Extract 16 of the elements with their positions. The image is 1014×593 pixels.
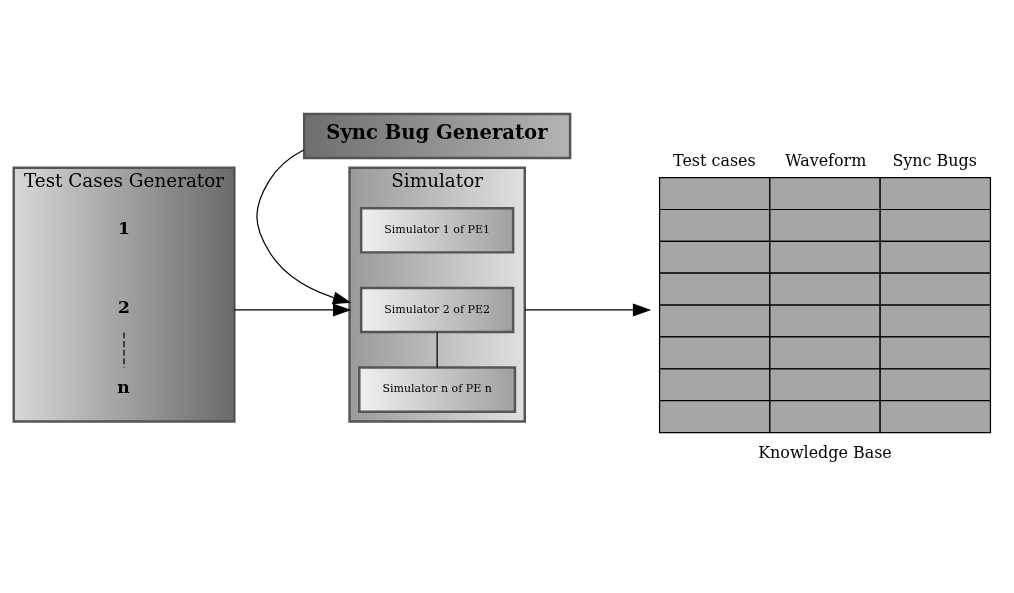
node-label: Knowledge Base [758,442,892,462]
node-box: Simulator n of PE n [358,366,517,413]
node-text: n [117,376,130,397]
node-text: 1 [117,217,130,238]
arrow [233,303,352,317]
node-label: Waveform [785,150,867,170]
node-text: 2 [117,297,130,318]
connector [123,331,125,369]
node-box: Sync Bug Generator [302,112,572,160]
arrow [256,149,352,305]
arrow [524,303,652,317]
connector [436,331,438,369]
node-label: Test cases [673,150,756,170]
node-label: Sync Bugs [892,150,977,170]
node-box: Simulator 2 of PE2 [359,286,515,334]
node-box: Simulator 1 of PE1 [359,207,515,254]
